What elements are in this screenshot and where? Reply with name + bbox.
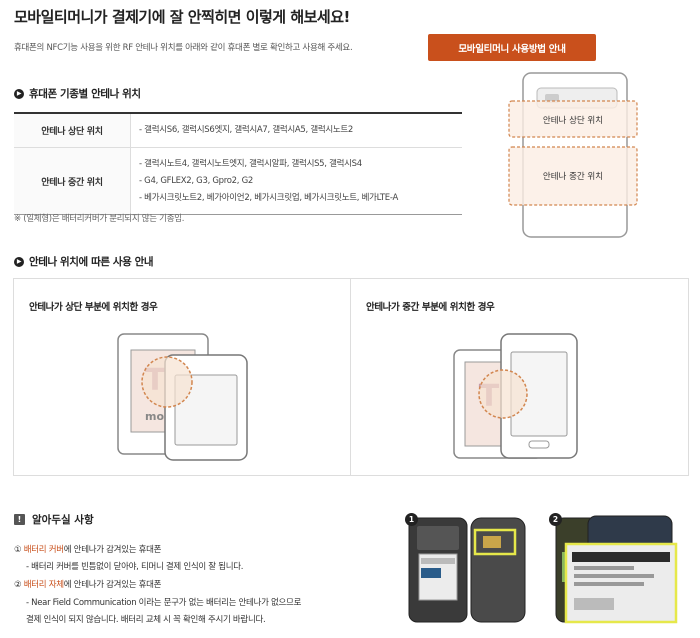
card-text: mo <box>145 410 164 423</box>
usage-guide-button[interactable]: 모바일티머니 사용방법 안내 <box>428 34 596 61</box>
photo-2-badge: 2 <box>549 513 562 526</box>
battery-mark <box>574 598 614 610</box>
case-top-label: 안테나가 상단 부분에 위치한 경우 <box>29 302 158 313</box>
mid-antenna-zone <box>508 146 638 206</box>
footnote: ※ (일체형)은 배터리커버가 분리되지 않는 기종임. <box>14 214 185 224</box>
battery-cover-photo <box>408 517 526 623</box>
row-models-mid: - 갤럭시노트4, 갤럭시노트엣지, 갤럭시알파, 갤럭시S5, 갤럭시S4 -… <box>139 158 398 203</box>
case-mid-illustration: T <box>453 333 578 459</box>
row-label-mid: 안테나 중간 위치 <box>14 147 131 215</box>
battery-text-line <box>574 566 634 570</box>
diagram-top-label: 안테나 상단 위치 <box>543 115 603 126</box>
antenna-diagram: 안테나 상단 위치 안테나 중간 위치 <box>508 72 638 238</box>
home-button <box>528 440 550 449</box>
antenna-contact-zone <box>478 369 528 419</box>
notice-item-2-detail-1: - Near Field Communication 이라는 문구가 없는 배터… <box>26 598 302 608</box>
antenna-contact-zone <box>141 356 193 408</box>
intro-text: 휴대폰의 NFC기능 사용을 위한 RF 안테나 위치를 아래와 같이 휴대폰 … <box>14 43 353 53</box>
battery-text-line <box>574 574 654 578</box>
table-row: 안테나 상단 위치 - 갤럭시S6, 갤럭시S6엣지, 갤럭시A7, 갤럭시A5… <box>14 113 462 148</box>
notice-item-2: ② 배터리 자체에 안테나가 감겨있는 휴대폰 <box>14 580 162 590</box>
top-antenna-zone <box>508 100 638 138</box>
notice-item-1: ① 배터리 커버에 안테나가 감겨있는 휴대폰 <box>14 545 162 555</box>
battery-text-line <box>574 582 644 586</box>
usage-section-title: ▶ 안테나 위치에 따른 사용 안내 <box>14 254 154 269</box>
page-title: 모바일티머니가 결제기에 잘 안찍히면 이렇게 해보세요! <box>14 8 350 26</box>
chevron-right-icon: ▶ <box>14 256 24 267</box>
battery-label <box>421 558 455 564</box>
case-top-illustration: T mo <box>117 333 248 461</box>
usage-guide-box <box>13 278 689 476</box>
battery-logo <box>421 568 441 578</box>
divider <box>350 278 351 475</box>
battery-stripe <box>572 552 670 562</box>
battery-cover <box>470 517 526 623</box>
notice-item-1-detail: - 배터리 커버를 빈틈없이 닫아야, 티머니 결제 인식이 잘 됩니다. <box>26 562 244 572</box>
diagram-mid-label: 안테나 중간 위치 <box>543 171 603 182</box>
case-mid-label: 안테나가 중간 부분에 위치한 경우 <box>366 302 495 313</box>
row-label-top: 안테나 상단 위치 <box>14 113 131 148</box>
chevron-right-icon: ▶ <box>14 88 24 99</box>
camera-module <box>417 526 459 550</box>
photo-1-badge: 1 <box>405 513 418 526</box>
nfc-battery-photo <box>555 515 678 624</box>
warning-icon: ! <box>14 514 25 525</box>
antenna-contact <box>483 536 501 548</box>
antenna-section-title: ▶ 휴대폰 기종별 안테나 위치 <box>14 86 141 101</box>
antenna-table: 안테나 상단 위치 - 갤럭시S6, 갤럭시S6엣지, 갤럭시A7, 갤럭시A5… <box>14 112 462 215</box>
row-models-top: - 갤럭시S6, 갤럭시S6엣지, 갤럭시A7, 갤럭시A5, 갤럭시노트2 <box>130 113 462 148</box>
notice-title: ! 알아두실 사항 <box>14 512 94 527</box>
antenna-highlight <box>473 528 517 556</box>
table-row: 안테나 중간 위치 - 갤럭시노트4, 갤럭시노트엣지, 갤럭시알파, 갤럭시S… <box>14 147 462 215</box>
notice-item-2-detail-2: 결제 인식이 되지 않습니다. 배터리 교체 시 꼭 확인해 주시기 바랍니다. <box>26 615 266 625</box>
